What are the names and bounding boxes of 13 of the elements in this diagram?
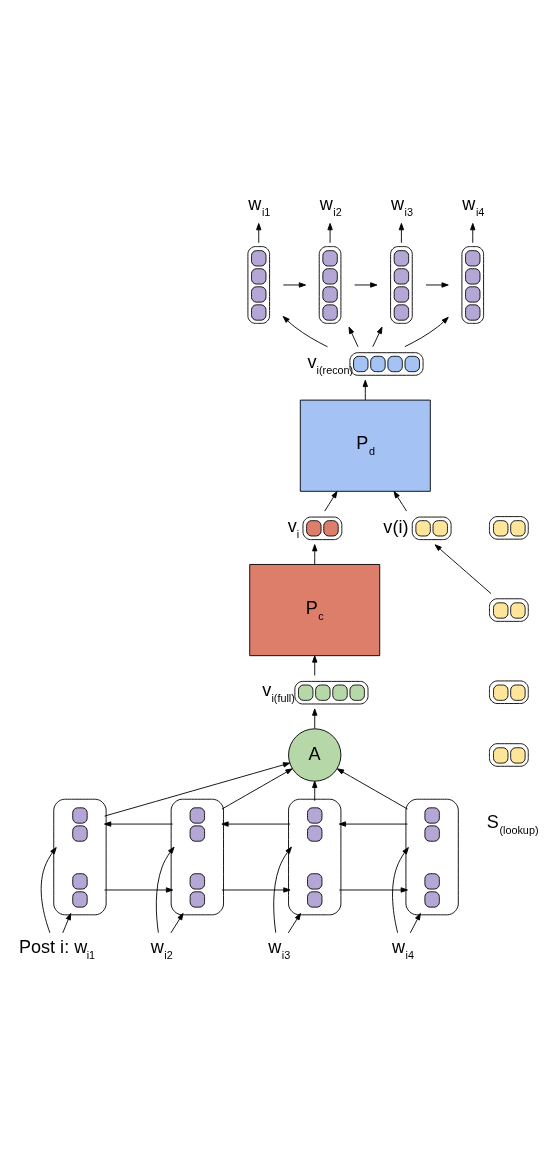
node-label: v$_{i}$ (287, 515, 300, 540)
node-text: Post i: w$_{i1}$ (19, 936, 96, 961)
node-label: v$_{i(recon)}$ (307, 351, 354, 376)
label: S$_{(lookup)}$ (486, 811, 539, 836)
node-label: v(i) (383, 516, 409, 537)
node-text: w$_{i2}$ (319, 194, 342, 219)
node-text: w$_{i4}$ (462, 194, 485, 219)
node-text: w$_{i1}$ (248, 194, 271, 219)
node-label: v$_{i(full)}$ (262, 680, 295, 705)
node-text: w$_{i2}$ (150, 936, 173, 961)
node-text: w$_{i3}$ (391, 194, 414, 219)
node-text: w$_{i3}$ (268, 936, 291, 961)
node-text: w$_{i4}$ (391, 936, 414, 961)
